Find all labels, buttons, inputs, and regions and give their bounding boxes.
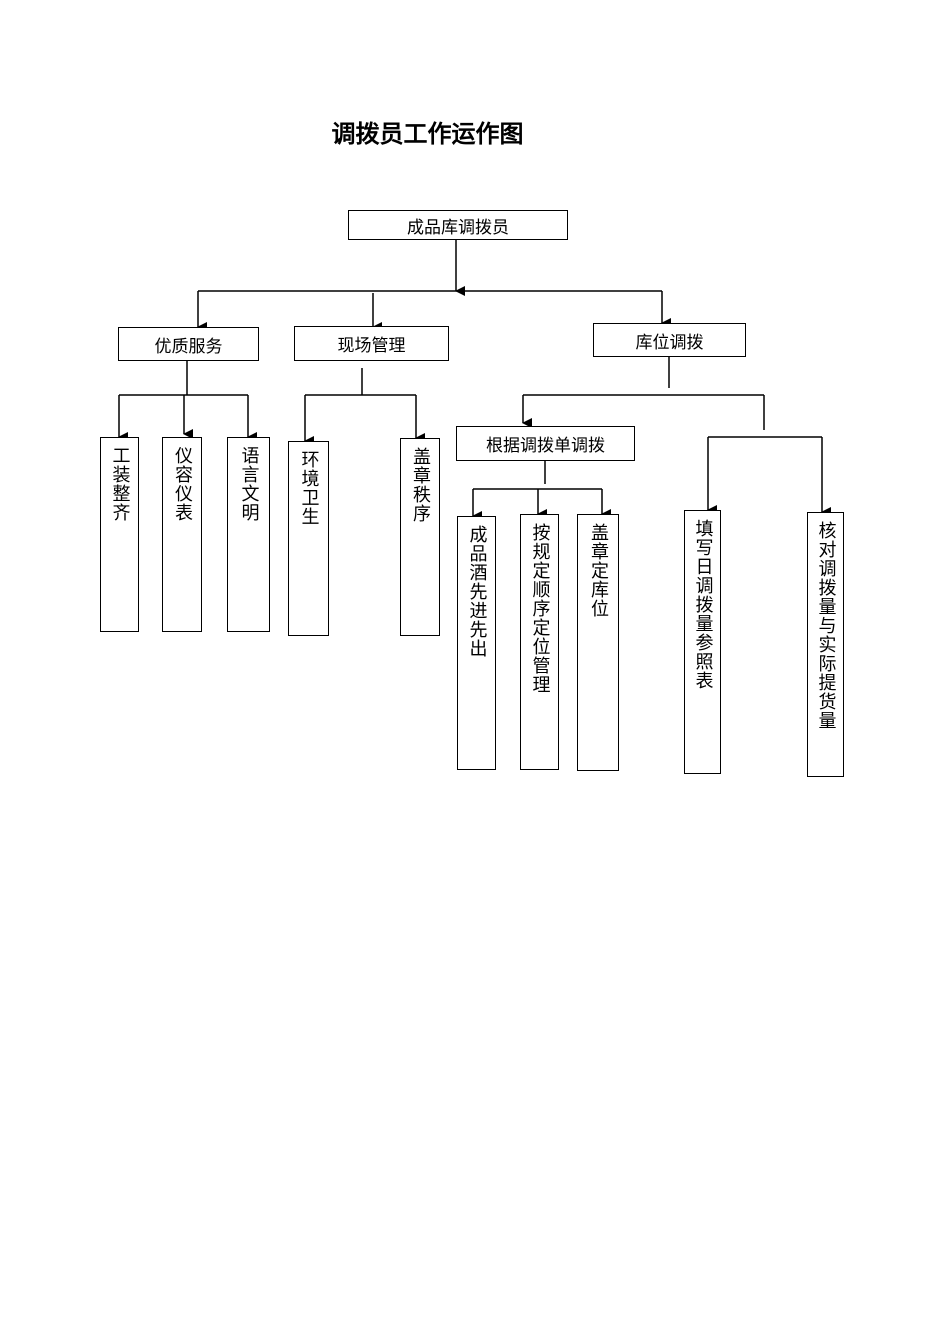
node-order-item: 按规定顺序定位管理 [520, 514, 559, 770]
page-title: 调拨员工作运作图 [331, 120, 524, 148]
node-location: 库位调拨 [593, 323, 746, 357]
node-location-item: 核对调拨量与实际提货量 [807, 512, 844, 777]
node-location-item: 填写日调拨量参照表 [684, 510, 721, 774]
node-site-item: 盖章秩序 [400, 438, 440, 636]
node-service: 优质服务 [118, 327, 259, 361]
node-root: 成品库调拨员 [348, 210, 568, 240]
node-service-item: 工装整齐 [100, 437, 139, 632]
node-order-item: 成品酒先进先出 [457, 516, 496, 770]
node-site: 现场管理 [294, 326, 449, 361]
node-service-item: 语言文明 [227, 437, 270, 632]
node-site-item: 环境卫生 [288, 441, 329, 636]
node-order-item: 盖章定库位 [577, 514, 619, 771]
node-service-item: 仪容仪表 [162, 437, 202, 632]
node-by-order: 根据调拨单调拨 [456, 426, 635, 461]
